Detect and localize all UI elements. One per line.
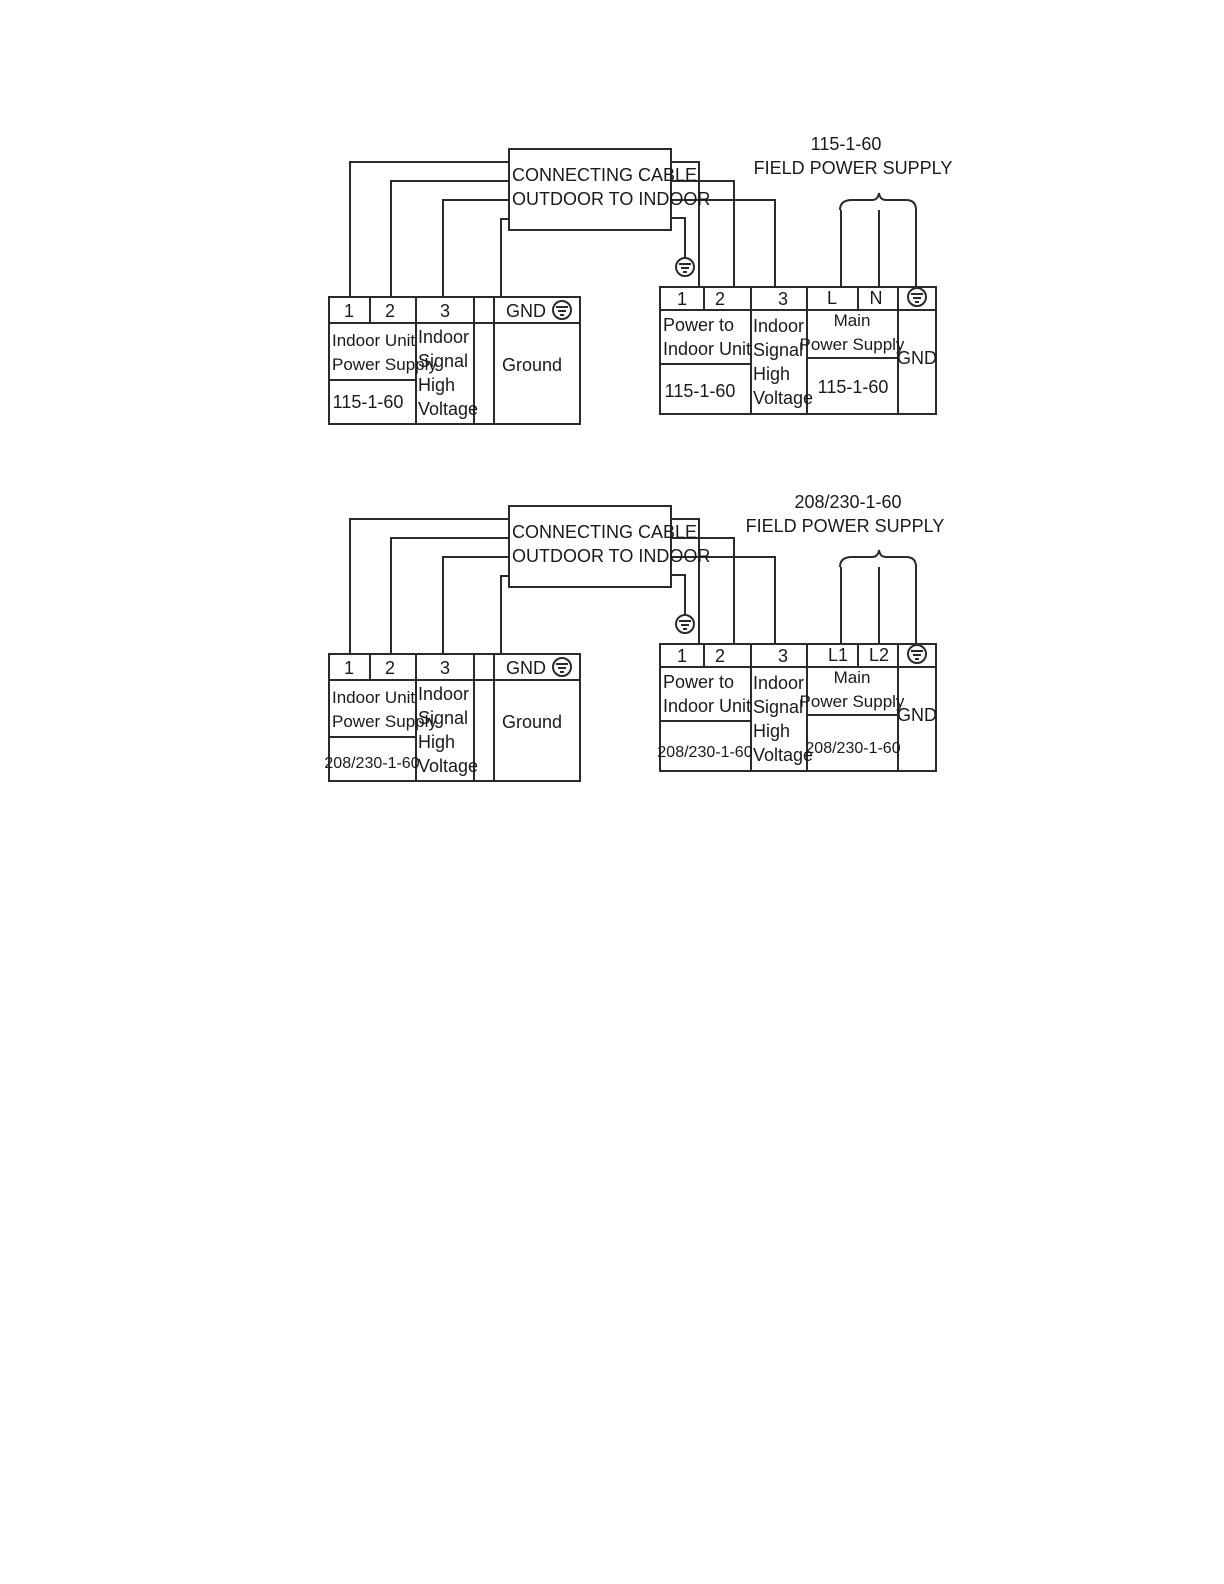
wire-1-indoor [349,161,509,297]
indoor-ps-line2: Power Supply [332,355,437,374]
indoor-terminal-gnd: GND [506,658,546,678]
indoor-signal-line1: Indoor [418,327,469,347]
ground-symbol-icon [907,644,927,664]
outdoor-rating-left: 208/230-1-60 [657,744,752,761]
indoor-terminal-3: 3 [440,658,450,678]
outdoor-signal-line4: Voltage [753,388,813,408]
indoor-terminal-1: 1 [344,301,354,321]
outdoor-rating-left: 115-1-60 [665,381,736,401]
outdoor-terminal-block: 1 2 3 L N Power to Indoor Unit Indoor Si… [659,286,937,415]
outdoor-gnd-label: GND [897,348,937,368]
outdoor-terminal-1: 1 [677,289,687,309]
wire-3-outdoor [671,556,776,644]
indoor-signal-line1: Indoor [418,684,469,704]
wire-3-outdoor [671,199,776,287]
field-supply-brace [839,549,917,568]
ground-symbol-icon [675,614,695,634]
outdoor-terminal-3: 3 [778,646,788,666]
field-supply-voltage: 115-1-60 [811,134,882,154]
outdoor-signal-line1: Indoor [753,316,804,336]
outdoor-terminal-3: 3 [778,289,788,309]
outdoor-rating-main: 115-1-60 [818,377,889,397]
connecting-cable-box [508,148,672,231]
cable-label-line1: CONNECTING CABLE [512,522,697,542]
field-supply-brace [839,192,917,211]
field-supply-voltage: 208/230-1-60 [794,492,901,512]
indoor-ground-label: Ground [502,355,562,375]
indoor-terminal-2: 2 [385,658,395,678]
outdoor-pw-line2: Indoor Unit [663,696,751,716]
outdoor-main-line1: Main [834,668,871,687]
indoor-terminal-gnd: GND [506,301,546,321]
indoor-signal-line4: Voltage [418,756,478,776]
indoor-signal-line2: Signal [418,351,468,371]
wire-1-indoor [349,518,509,654]
wire-3-indoor [442,556,509,654]
outdoor-terminal-block: 1 2 3 L1 L2 Power to Indoor Unit Indoor … [657,643,937,772]
indoor-terminal-block: 1 2 3 GND Indoor Unit Power Supply Indoo… [328,296,581,425]
wire-3-indoor [442,199,509,297]
ground-symbol-icon [552,300,572,320]
indoor-terminal-3: 3 [440,301,450,321]
cable-label-line1: CONNECTING CABLE [512,165,697,185]
cable-label-line2: OUTDOOR TO INDOOR [512,189,710,209]
ground-symbol-icon [552,657,572,677]
outdoor-signal-line2: Signal [753,340,803,360]
wire-1-outdoor [671,518,700,644]
ground-symbol-icon [675,257,695,277]
outdoor-terminal-2: 2 [715,646,725,666]
cable-label-line2: OUTDOOR TO INDOOR [512,546,710,566]
outdoor-pw-line2: Indoor Unit [663,339,751,359]
outdoor-terminal-n: N [870,288,883,308]
ground-symbol-icon [907,287,927,307]
indoor-ground-label: Ground [502,712,562,732]
wire-gnd-indoor [500,575,509,654]
indoor-ps-line1: Indoor Unit [332,688,415,707]
outdoor-pw-line1: Power to [663,672,734,692]
field-supply-label: FIELD POWER SUPPLY [754,158,953,178]
wiring-diagram-115v: 115-1-60 FIELD POWER SUPPLY CONNECTING C… [328,134,953,425]
indoor-rating: 115-1-60 [333,392,404,412]
wire-2-outdoor [671,537,735,644]
outdoor-main-line2: Power Supply [800,335,905,354]
indoor-ps-line1: Indoor Unit [332,331,415,350]
wire-1-outdoor [671,161,700,287]
wire-2-outdoor [671,180,735,287]
wire-2-indoor [390,180,509,297]
indoor-signal-line4: Voltage [418,399,478,419]
outdoor-terminal-l: L [827,288,837,308]
outdoor-pw-line1: Power to [663,315,734,335]
outdoor-terminal-l2: L2 [869,645,889,665]
indoor-ps-line2: Power Supply [332,712,437,731]
indoor-signal-line2: Signal [418,708,468,728]
outdoor-main-line2: Power Supply [800,692,905,711]
indoor-signal-line3: High [418,732,455,752]
wire-gnd-outdoor [671,217,686,257]
outdoor-rating-main: 208/230-1-60 [805,740,900,757]
wire-gnd-outdoor [671,574,686,614]
outdoor-signal-line3: High [753,364,790,384]
outdoor-terminal-2: 2 [715,289,725,309]
indoor-terminal-block: 1 2 3 GND Indoor Unit Power Supply Indoo… [324,653,581,782]
wiring-diagram-208-230v: 208/230-1-60 FIELD POWER SUPPLY CONNECTI… [324,492,945,782]
outdoor-main-line1: Main [834,311,871,330]
connecting-cable-box [508,505,672,588]
outdoor-signal-line1: Indoor [753,673,804,693]
wire-gnd-indoor [500,218,509,297]
outdoor-signal-line2: Signal [753,697,803,717]
outdoor-terminal-l1: L1 [828,645,848,665]
wire-2-indoor [390,537,509,654]
outdoor-terminal-1: 1 [677,646,687,666]
indoor-rating: 208/230-1-60 [324,755,419,772]
outdoor-gnd-label: GND [897,705,937,725]
indoor-terminal-2: 2 [385,301,395,321]
indoor-terminal-1: 1 [344,658,354,678]
field-supply-label: FIELD POWER SUPPLY [746,516,945,536]
indoor-signal-line3: High [418,375,455,395]
outdoor-signal-line3: High [753,721,790,741]
outdoor-signal-line4: Voltage [753,745,813,765]
